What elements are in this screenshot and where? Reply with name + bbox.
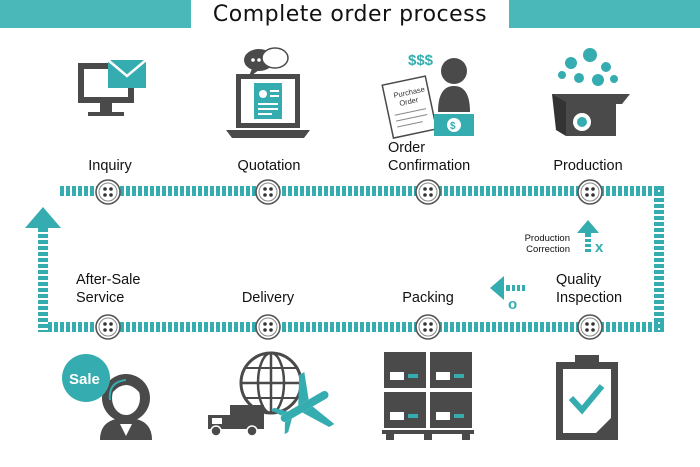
right-track bbox=[654, 186, 664, 332]
production-correction-arrow-icon: x bbox=[577, 220, 604, 256]
step-label-delivery: Delivery bbox=[241, 290, 295, 306]
step-label-quality-inspection: Quality Inspection bbox=[556, 272, 623, 306]
step-label-order-confirmation: Order Confirmation bbox=[388, 140, 471, 174]
process-loop bbox=[25, 186, 664, 332]
delivery-globe-icon bbox=[208, 351, 335, 437]
step-label-production: Production bbox=[553, 158, 623, 174]
node-production bbox=[577, 179, 603, 205]
purchase-order-icon: $$$ Purchase Order $ bbox=[381, 52, 474, 139]
svg-text:x: x bbox=[595, 239, 604, 256]
node-quality bbox=[577, 314, 603, 340]
left-track bbox=[38, 228, 48, 332]
title-banner: Complete order process bbox=[0, 0, 700, 28]
page-title: Complete order process bbox=[190, 0, 510, 28]
node-packing bbox=[415, 314, 441, 340]
step-label-inquiry: Inquiry bbox=[88, 158, 132, 174]
svg-text:Order: Order bbox=[398, 95, 419, 108]
top-track bbox=[60, 186, 664, 196]
node-inquiry bbox=[95, 179, 121, 205]
svg-text:$$$: $$$ bbox=[408, 52, 434, 69]
step-label-packing: Packing bbox=[402, 290, 454, 306]
node-quotation bbox=[255, 179, 281, 205]
clipboard-check-icon bbox=[556, 355, 618, 440]
production-correction-label: Production Correction bbox=[524, 233, 570, 255]
quality-pass-arrow-icon: o bbox=[490, 276, 525, 313]
svg-text:$: $ bbox=[450, 121, 456, 132]
svg-text:o: o bbox=[508, 296, 517, 313]
production-box-icon bbox=[552, 48, 630, 136]
step-label-quotation: Quotation bbox=[237, 158, 301, 174]
laptop-quotation-icon bbox=[226, 47, 310, 138]
svg-text:Sale: Sale bbox=[69, 371, 100, 388]
sale-agent-icon: Sale bbox=[62, 354, 152, 440]
up-arrow-icon bbox=[25, 207, 61, 228]
computer-mail-icon bbox=[78, 59, 147, 116]
bottom-track bbox=[46, 322, 664, 332]
step-label-after-sale-service: After-Sale Service bbox=[76, 272, 141, 306]
step-nodes bbox=[95, 179, 603, 340]
packing-boxes-icon bbox=[382, 352, 474, 440]
node-order-confirmation bbox=[415, 179, 441, 205]
node-after-sale bbox=[95, 314, 121, 340]
node-delivery bbox=[255, 314, 281, 340]
